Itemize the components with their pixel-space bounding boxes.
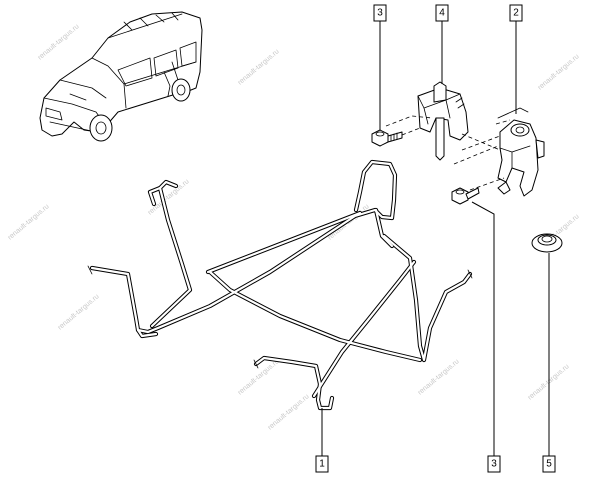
- callout-5: 5: [542, 455, 556, 473]
- callout-3-top: 3: [373, 4, 387, 22]
- latch-part-2: [497, 107, 545, 197]
- leader-line: [471, 201, 495, 456]
- watermark: renault-targus.ru: [267, 393, 311, 431]
- watermark: renault-targus.ru: [57, 293, 101, 331]
- vehicle-illustration: [39, 11, 203, 142]
- callout-1: 1: [315, 455, 329, 473]
- callout-label: 3: [377, 8, 383, 19]
- bolt-lower: [451, 187, 480, 205]
- callout-label: 1: [319, 459, 325, 470]
- watermark: renault-targus.ru: [237, 48, 281, 86]
- grommet-part-5: [531, 233, 563, 253]
- assembly-lines: [385, 115, 511, 191]
- leader-lines: [321, 21, 550, 456]
- callout-label: 3: [491, 459, 497, 470]
- callout-4: 4: [435, 4, 449, 22]
- watermark: renault-targus.ru: [417, 358, 461, 396]
- callout-label: 5: [546, 459, 552, 470]
- bolt-upper: [371, 129, 403, 147]
- callout-3-bottom: 3: [487, 455, 501, 473]
- watermark: renault-targus.ru: [37, 23, 81, 61]
- seat-frame: [87, 159, 473, 411]
- callout-label: 4: [439, 8, 445, 19]
- watermark: renault-targus.ru: [7, 203, 51, 241]
- callout-2: 2: [509, 4, 523, 22]
- watermark: renault-targus.ru: [537, 53, 581, 91]
- callout-label: 2: [513, 8, 519, 19]
- bracket-part-4: [417, 81, 469, 161]
